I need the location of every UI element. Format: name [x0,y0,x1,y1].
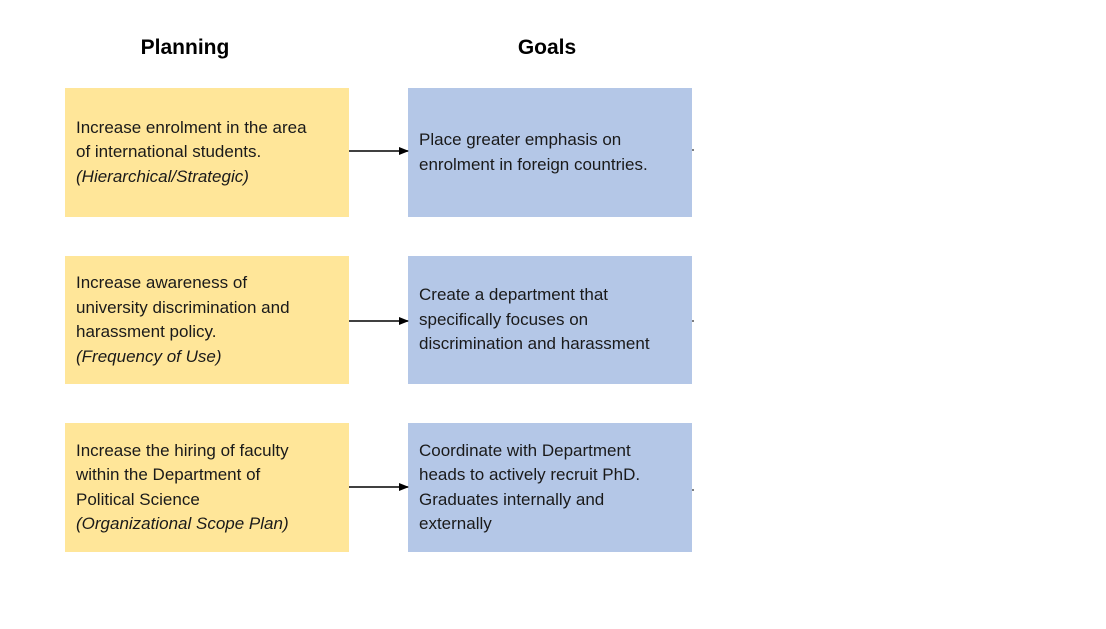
goal-text-3-line-4: externally [419,514,492,533]
planning-heading: Planning [140,36,230,59]
planning-text-1-line-1: Increase enrolment in the area [76,117,307,137]
goal-text-1-line-2: enrolment in foreign countries. [419,154,648,174]
planning-text-2-line-1: Increase awareness of [76,273,248,292]
planning-text-2-line-2: university discrimination and [76,297,290,317]
goal-box-1: Place greater emphasis on enrolment in f… [408,88,692,217]
planning-note-2: (Frequency of Use) [76,346,222,366]
planning-text-1-line-2: of international students. [76,142,262,162]
goal-box-2: Create a department that specifically fo… [408,256,692,384]
goal-text-2-line-1: Create a department that [419,285,609,305]
goal-text-3-line-3: Graduates internally and [419,489,605,509]
planning-text-2-line-3: harassment policy. [76,322,217,341]
planning-box-3: Increase the hiring of faculty within th… [65,423,349,552]
planning-text-3-line-3: Political Science [76,489,200,509]
goal-text-2-line-3: discrimination and harassment [419,334,650,354]
planning-box-1: Increase enrolment in the area of intern… [65,88,349,217]
planning-note-1: (Hierarchical/Strategic) [76,166,249,186]
goal-text-3-line-1: Coordinate with Department [419,440,631,460]
planning-note-3: (Organizational Scope Plan) [76,514,289,533]
goal-text-3-line-2: heads to actively recruit PhD. [419,465,641,484]
goal-text-2-line-2: specifically focuses on [419,309,589,329]
planning-text-3-line-1: Increase the hiring of faculty [76,440,289,460]
goal-box-3: Coordinate with Department heads to acti… [408,423,692,552]
goal-text-1-line-1: Place greater emphasis on [419,130,622,149]
planning-box-2: Increase awareness of university discrim… [65,256,349,384]
planning-text-3-line-2: within the Department of [76,465,261,484]
goals-heading: Goals [517,36,577,59]
